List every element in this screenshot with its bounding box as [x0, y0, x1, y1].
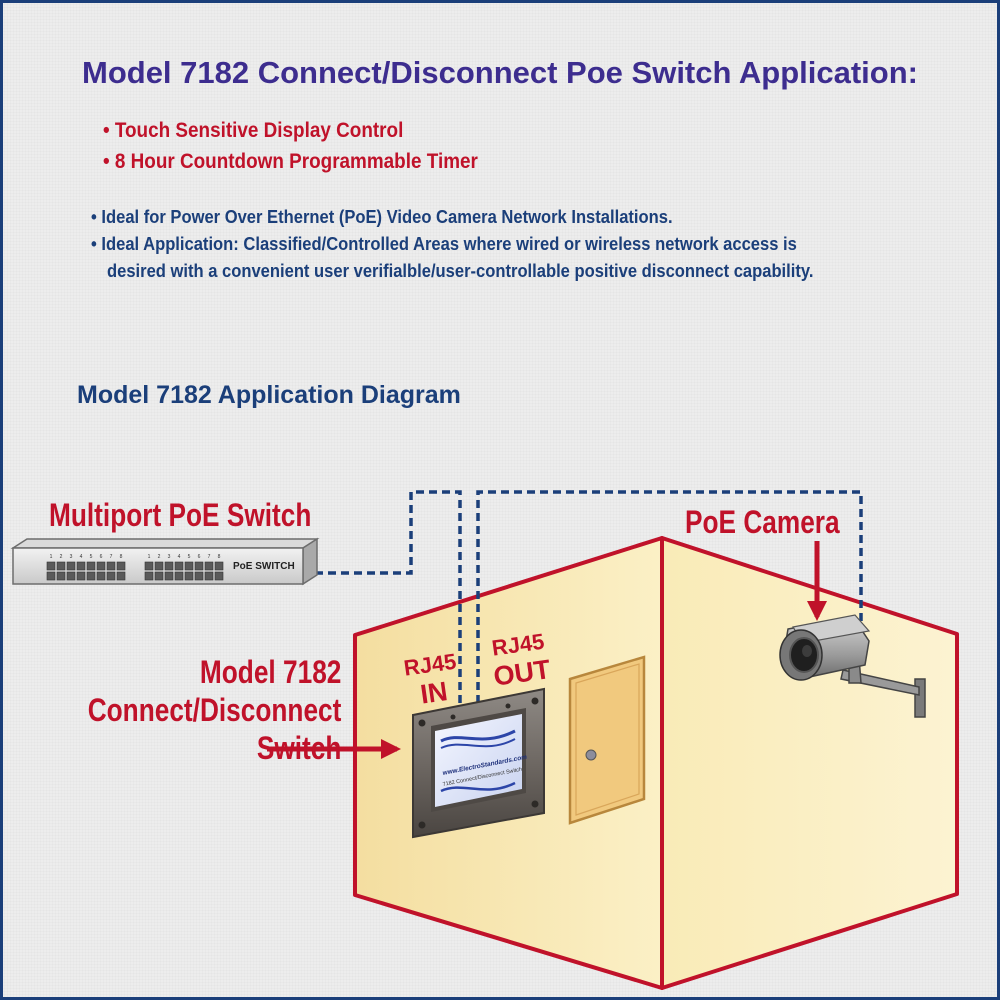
ethernet-port [116, 561, 126, 571]
poe-camera [779, 614, 926, 718]
ethernet-port [164, 561, 174, 571]
model-7182-wall-plate: www.ElectroStandards.com 7182 Connect/Di… [412, 687, 545, 839]
ethernet-port [86, 571, 96, 581]
feature-bullet: • 8 Hour Countdown Programmable Timer [103, 150, 478, 173]
ethernet-port [66, 561, 76, 571]
ethernet-port [194, 571, 204, 581]
ethernet-port [66, 571, 76, 581]
ethernet-port [106, 571, 116, 581]
ethernet-port [144, 571, 154, 581]
plate-screw [418, 719, 426, 727]
port-number: 3 [70, 554, 73, 560]
model-label-line: Model 7182 [199, 654, 341, 690]
poe-switch-device-label: PoE SWITCH [233, 561, 295, 572]
ethernet-port [46, 571, 56, 581]
doorknob [585, 749, 597, 761]
multiport-poe-switch: 1 2 3 4 5 6 7 8 1 2 3 4 5 6 7 8 PoE SWITCH [10, 537, 320, 586]
ethernet-port [46, 561, 56, 571]
port-number: 4 [80, 554, 83, 560]
ethernet-port [144, 561, 154, 571]
plate-screw [531, 800, 539, 808]
port-number: 1 [148, 554, 151, 560]
port-number: 5 [90, 554, 93, 560]
ethernet-port [96, 561, 106, 571]
cable-switch-to-rj45-in [315, 490, 462, 703]
ethernet-port [204, 561, 214, 571]
port-number: 7 [110, 554, 113, 560]
ethernet-port [174, 561, 184, 571]
port-number: 6 [198, 554, 201, 560]
ethernet-port [214, 561, 224, 571]
ethernet-port [76, 571, 86, 581]
page-title: Model 7182 Connect/Disconnect Poe Switch… [82, 55, 918, 90]
rj45-out-label: RJ45 OUT [483, 627, 556, 692]
ethernet-port [86, 561, 96, 571]
port-number: 7 [208, 554, 211, 560]
ethernet-port [76, 561, 86, 571]
ethernet-port [154, 561, 164, 571]
application-bullet-continuation: desired with a convenient user verifialb… [107, 261, 814, 281]
port-number: 8 [218, 554, 221, 560]
model-label-line: Switch [256, 730, 341, 766]
port-number: 3 [168, 554, 171, 560]
port-bank: 1 2 3 4 5 6 7 8 [46, 554, 126, 581]
ethernet-port [96, 571, 106, 581]
ethernet-port [184, 571, 194, 581]
ethernet-port [164, 571, 174, 581]
port-number: 2 [158, 554, 161, 560]
ethernet-port [194, 561, 204, 571]
plate-screw [531, 697, 539, 705]
ethernet-port [56, 561, 66, 571]
plate-screw [450, 714, 456, 720]
port-number: 5 [188, 554, 191, 560]
poe-camera-label: PoE Camera [685, 504, 840, 540]
ethernet-port [204, 571, 214, 581]
port-number: 2 [60, 554, 63, 560]
ethernet-port [154, 571, 164, 581]
application-bullet: • Ideal Application: Classified/Controll… [91, 234, 797, 254]
port-number: 4 [178, 554, 181, 560]
plate-screw [505, 703, 511, 709]
ethernet-port [106, 561, 116, 571]
ethernet-port [56, 571, 66, 581]
application-diagram: 1 2 3 4 5 6 7 8 1 2 3 4 5 6 7 8 PoE SWITCH www.Electro… [10, 490, 959, 990]
port-bank: 1 2 3 4 5 6 7 8 [144, 554, 224, 581]
diagram-title: Model 7182 Application Diagram [77, 381, 461, 409]
application-bullet: • Ideal for Power Over Ethernet (PoE) Vi… [91, 207, 673, 227]
network-cables [315, 490, 863, 703]
ethernet-port [116, 571, 126, 581]
cable-rj45-out-to-camera [476, 490, 863, 703]
model-label-line: Connect/Disconnect [87, 692, 341, 728]
port-number: 8 [120, 554, 123, 560]
multiport-switch-label: Multiport PoE Switch [49, 497, 312, 533]
rj45-in-label: RJ45 IN [397, 647, 466, 711]
model-7182-label: Model 7182 Connect/Disconnect Switch [87, 653, 341, 767]
ethernet-port [184, 561, 194, 571]
ethernet-port [174, 571, 184, 581]
ethernet-port [214, 571, 224, 581]
port-number: 6 [100, 554, 103, 560]
door [568, 655, 646, 825]
plate-screw [418, 821, 426, 829]
port-number: 1 [50, 554, 53, 560]
feature-bullet: • Touch Sensitive Display Control [103, 119, 404, 142]
